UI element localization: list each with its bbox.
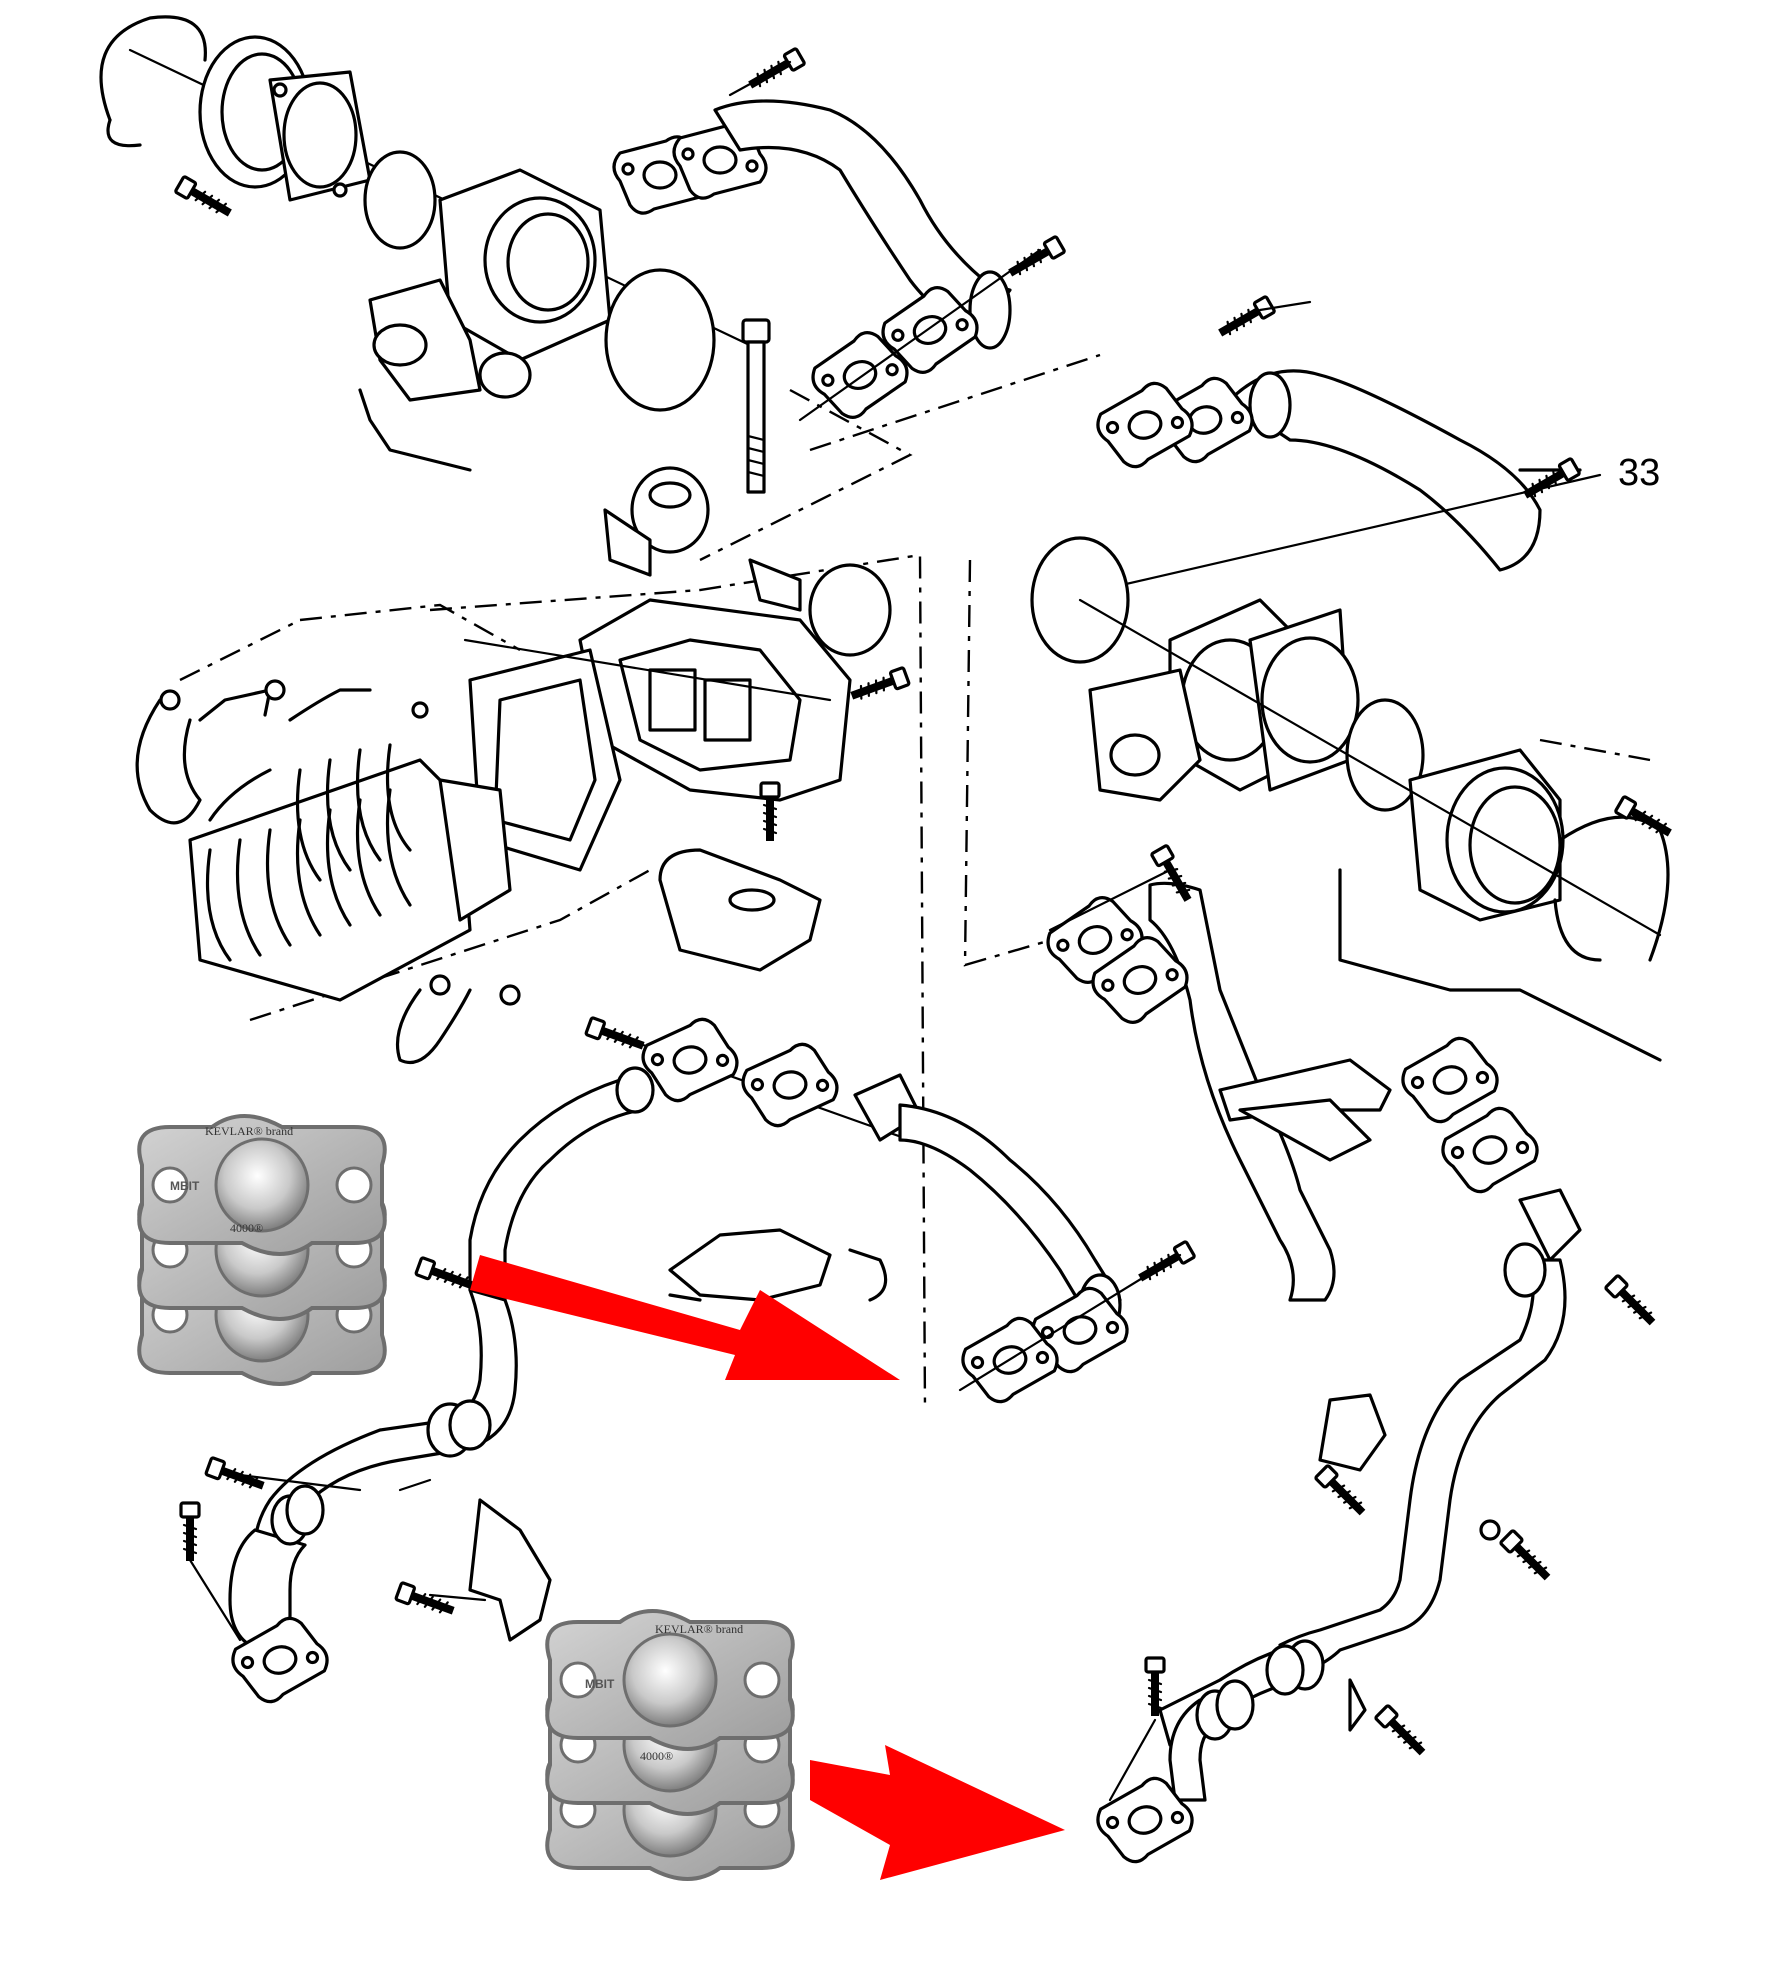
center-egr-housing	[429, 318, 1121, 1411]
right-bottom-long-pipe	[1037, 845, 1659, 1871]
gasket-stack-upper: KEVLAR® brand MBIT 4000®	[137, 1114, 387, 1386]
left-egr-cooler	[135, 603, 651, 1065]
top-left-valve-assembly	[99, 15, 1065, 472]
gasket-mark-text: MBIT	[170, 1179, 200, 1193]
gasket-grade-text-lower: 4000®	[640, 1749, 673, 1763]
right-valve-assembly: 33	[1030, 296, 1674, 1062]
left-bottom-s-pipe	[181, 1257, 552, 1711]
gasket-mark-text-lower: MBIT	[585, 1677, 615, 1691]
part-callout-number: 33	[1618, 452, 1660, 494]
gasket-brand-text: KEVLAR® brand	[205, 1124, 293, 1138]
gasket-stack-lower: KEVLAR® brand MBIT 4000®	[545, 1609, 795, 1881]
gasket-grade-text: 4000®	[230, 1221, 263, 1235]
red-arrow-upper	[470, 1255, 900, 1380]
red-arrow-lower	[810, 1745, 1065, 1880]
gasket-brand-text-lower: KEVLAR® brand	[655, 1622, 743, 1636]
